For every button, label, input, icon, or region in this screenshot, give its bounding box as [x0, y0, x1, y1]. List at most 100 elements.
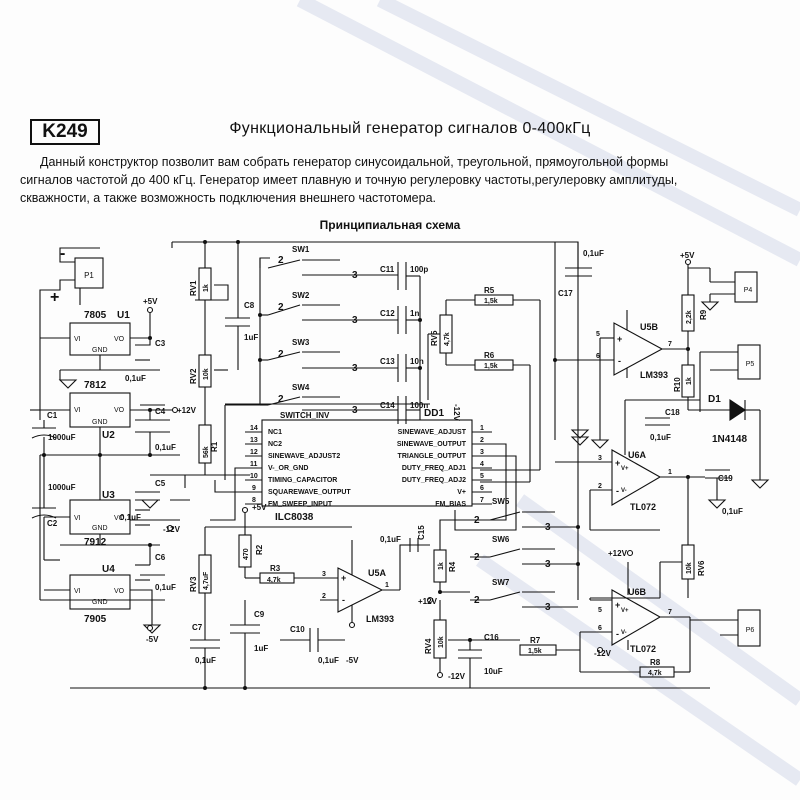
r10-value: 1k [686, 377, 693, 385]
ic-pin-num: 5 [480, 473, 484, 480]
capacitor-labels: C1 1000uF C2 1000uF C3 0,1uF C4 0,1uF C5… [47, 249, 743, 676]
opamp-labels: U5A LM393 3 2 1 + - U5B LM393 5 6 7 + - … [322, 322, 672, 654]
connector-p4-label: P4 [744, 287, 753, 294]
c18-value: 0,1uF [650, 433, 671, 442]
u1-gnd: GND [92, 347, 108, 354]
r6-value: 1,5k [484, 363, 498, 370]
rail-plus5-r2: +5V [252, 503, 267, 512]
u1-part: 7805 [84, 310, 107, 321]
u6a-pin-p: 3 [598, 455, 602, 462]
u6b-minus: - [616, 629, 619, 639]
sw3-pin2: 2 [278, 349, 284, 360]
u4-gnd: GND [92, 599, 108, 606]
sw5-pin2: 2 [474, 515, 480, 526]
ic-pin-name: DUTY_FREQ_ADJ1 [402, 465, 466, 472]
u6a-minus: - [616, 486, 619, 496]
c8-name: C8 [244, 301, 255, 310]
rail-minus5-u5a: -5V [346, 656, 359, 665]
rail-plus12-u2: +12V [177, 406, 197, 415]
rail-minus12-u6b: -12V [594, 649, 612, 658]
sw7-pin2: 2 [474, 595, 480, 606]
u4-vi: VI [74, 588, 81, 595]
ic-pin-num: 2 [480, 437, 484, 444]
rail-minus12-u3: -12V [163, 525, 181, 534]
ic-pin-num: 9 [252, 485, 256, 492]
sw7-pin3: 3 [545, 602, 551, 613]
u5a-pin-out: 1 [385, 582, 389, 589]
r2-value: 470 [243, 548, 250, 560]
description: Данный конструктор позволит вам собрать … [20, 153, 780, 207]
u5a-pin-p: 3 [322, 571, 326, 578]
u6b-vplus: V+ [621, 608, 629, 614]
ic-pin-num: 1 [480, 425, 484, 432]
c6-name: C6 [155, 553, 166, 562]
c8-value: 1uF [244, 333, 258, 342]
rv2-name: RV2 [189, 368, 198, 384]
c13-name: C13 [380, 357, 395, 366]
c14-value: 100n [410, 401, 428, 410]
wires [30, 241, 761, 689]
ic-pin-name: FM_BIAS [435, 501, 466, 508]
u1-ref: U1 [117, 310, 130, 321]
sw1-pin3: 3 [352, 270, 358, 281]
c17-value: 0,1uF [583, 249, 604, 258]
u3-part: 7912 [84, 537, 107, 548]
rv6-value: 10k [686, 562, 693, 574]
u5a-plus: + [341, 573, 346, 583]
ic-pin-name: V-_OR_GND [268, 465, 308, 472]
sw5-pin3: 3 [545, 522, 551, 533]
terminals [146, 258, 692, 679]
description-line: Данный конструктор позволит вам собрать … [40, 155, 669, 169]
sw6-label: SW6 [492, 535, 510, 544]
r7-name: R7 [530, 636, 541, 645]
rv2-value: 10k [203, 368, 210, 380]
c1-value: 1000uF [48, 433, 76, 442]
ic-pin-name: SQUAREWAVE_OUTPUT [268, 489, 351, 496]
u2-gnd: GND [92, 419, 108, 426]
u3-gnd: GND [92, 525, 108, 532]
sw1-label: SW1 [292, 245, 310, 254]
rv3-name: RV3 [189, 576, 198, 592]
ic-right-pins: SINEWAVE_ADJUST 1 SINEWAVE_OUTPUT 2 TRIA… [397, 425, 484, 508]
rail-plus5-u1: +5V [143, 297, 158, 306]
c16-value: 10uF [484, 667, 503, 676]
c6-value: 0,1uF [155, 583, 176, 592]
switch-labels: SW1 SW2 SW3 SW4 SW5 SW6 SW7 [292, 245, 510, 587]
rv1-name: RV1 [189, 280, 198, 296]
r6-name: R6 [484, 351, 495, 360]
c11-value: 100p [410, 265, 428, 274]
r8-name: R8 [650, 658, 661, 667]
ic-switch-label: SWITCH_INV [280, 411, 330, 420]
r9-name: R9 [699, 309, 708, 320]
ic-pin-name: SINEWAVE_ADJUST [398, 429, 467, 436]
r9-value: 2,2k [686, 310, 693, 324]
c10-name: C10 [290, 625, 305, 634]
rail-labels: +5V +12V -12V -5V +5V -5V +12V -12V +5V … [143, 251, 695, 681]
ic-part: ILC8038 [275, 512, 314, 523]
c4-name: C4 [155, 407, 166, 416]
ic-pin-name: DUTY_FREQ_ADJ2 [402, 477, 466, 484]
kit-code: K249 [30, 119, 100, 145]
schematic-title: Принципиальная схема [319, 218, 461, 232]
rail-minus12-rv4: -12V [448, 672, 466, 681]
sw6-pin2: 2 [474, 552, 480, 563]
c18-name: C18 [665, 408, 680, 417]
rv4-name: RV4 [424, 638, 433, 654]
r1-value: 56k [203, 446, 210, 458]
ic-pin-num: 3 [480, 449, 484, 456]
connector-p1-label: P1 [84, 271, 94, 280]
ic-pin-num: 10 [250, 473, 258, 480]
r5-value: 1,5k [484, 298, 498, 305]
c14-name: C14 [380, 401, 395, 410]
u6b-pin-out: 7 [668, 609, 672, 616]
c12-value: 1n [410, 309, 419, 318]
sw1-pin2: 2 [278, 255, 284, 266]
r4-name: R4 [448, 561, 457, 572]
u6a-plus: + [615, 458, 620, 468]
sw3-label: SW3 [292, 338, 310, 347]
ic-pin-name: TRIANGLE_OUTPUT [398, 453, 467, 460]
u4-ref: U4 [102, 564, 115, 575]
u4-part: 7905 [84, 614, 107, 625]
u2-vi: VI [74, 407, 81, 414]
